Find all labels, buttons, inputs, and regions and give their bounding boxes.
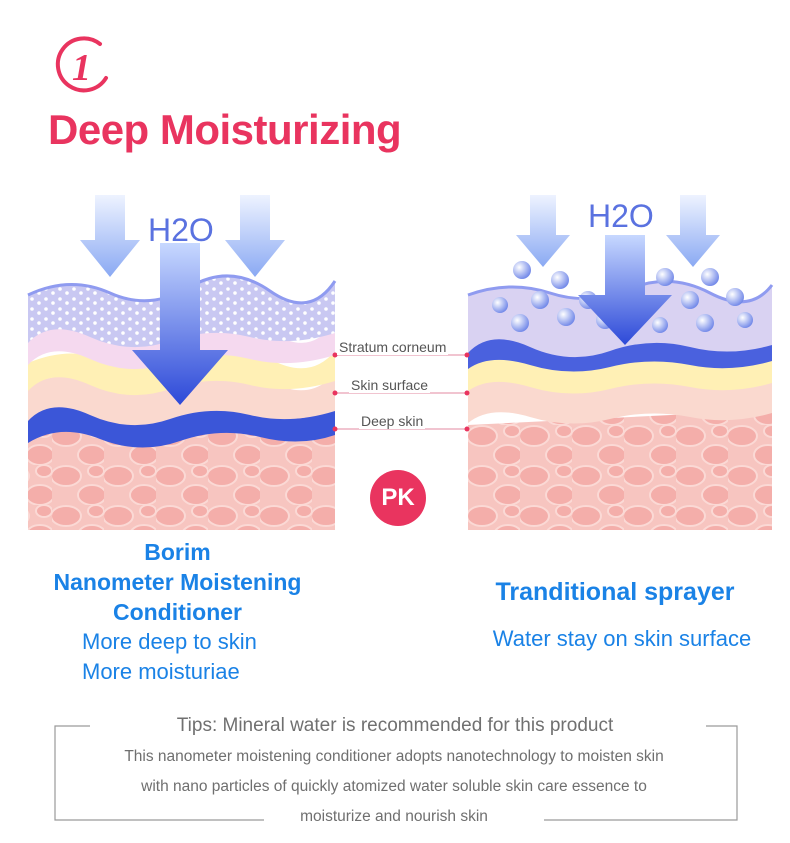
step-number: 1 xyxy=(72,47,91,89)
tips-body-line: This nanometer moistening conditioner ad… xyxy=(124,748,664,765)
layer-label-skin-surface: Skin surface xyxy=(349,377,431,393)
small-arrow-down-icon xyxy=(80,195,140,277)
skin-comparison-diagram: H2O H2O xyxy=(27,195,774,530)
tips-body-line: with nano particles of quickly atomized … xyxy=(141,778,647,795)
left-product-block: Borim Nanometer Moistening Conditioner M… xyxy=(20,537,335,687)
left-skin-layers xyxy=(27,274,337,530)
left-title-line: Borim xyxy=(144,539,211,565)
h2o-label-left: H2O xyxy=(148,212,214,248)
left-product-title: Borim Nanometer Moistening Conditioner xyxy=(20,537,335,627)
page-title: Deep Moisturizing xyxy=(48,106,402,153)
right-water-arrows: H2O xyxy=(516,195,720,345)
pk-badge: PK xyxy=(370,470,426,526)
h2o-label-right: H2O xyxy=(588,198,654,234)
small-arrow-down-icon xyxy=(225,195,285,277)
left-product-description: More deep to skin More moisturiae xyxy=(20,627,335,687)
large-arrow-down-icon xyxy=(132,243,228,405)
right-product-title: Tranditional sprayer xyxy=(495,578,735,606)
right-product-description: Water stay on skin surface xyxy=(492,626,752,651)
layer-connectors xyxy=(332,352,470,432)
step-number-badge: 1 xyxy=(55,36,108,93)
tips-body-line: moisturize and nourish skin xyxy=(300,808,488,825)
tips-body: This nanometer moistening conditioner ad… xyxy=(74,742,714,832)
left-desc-line: More moisturiae xyxy=(82,659,240,684)
left-water-arrows: H2O xyxy=(80,195,285,405)
layer-label-stratum-corneum: Stratum corneum xyxy=(337,339,449,355)
left-title-line: Nanometer Moistening xyxy=(53,569,302,595)
layer-label-deep-skin: Deep skin xyxy=(359,413,426,429)
left-desc-line: More deep to skin xyxy=(82,629,257,654)
left-title-line: Conditioner xyxy=(112,599,243,625)
small-arrow-down-icon xyxy=(666,195,720,267)
large-arrow-down-icon xyxy=(578,235,672,345)
small-arrow-down-icon xyxy=(516,195,570,267)
tips-heading: Tips: Mineral water is recommended for t… xyxy=(176,715,614,736)
tips-frame xyxy=(54,725,738,821)
